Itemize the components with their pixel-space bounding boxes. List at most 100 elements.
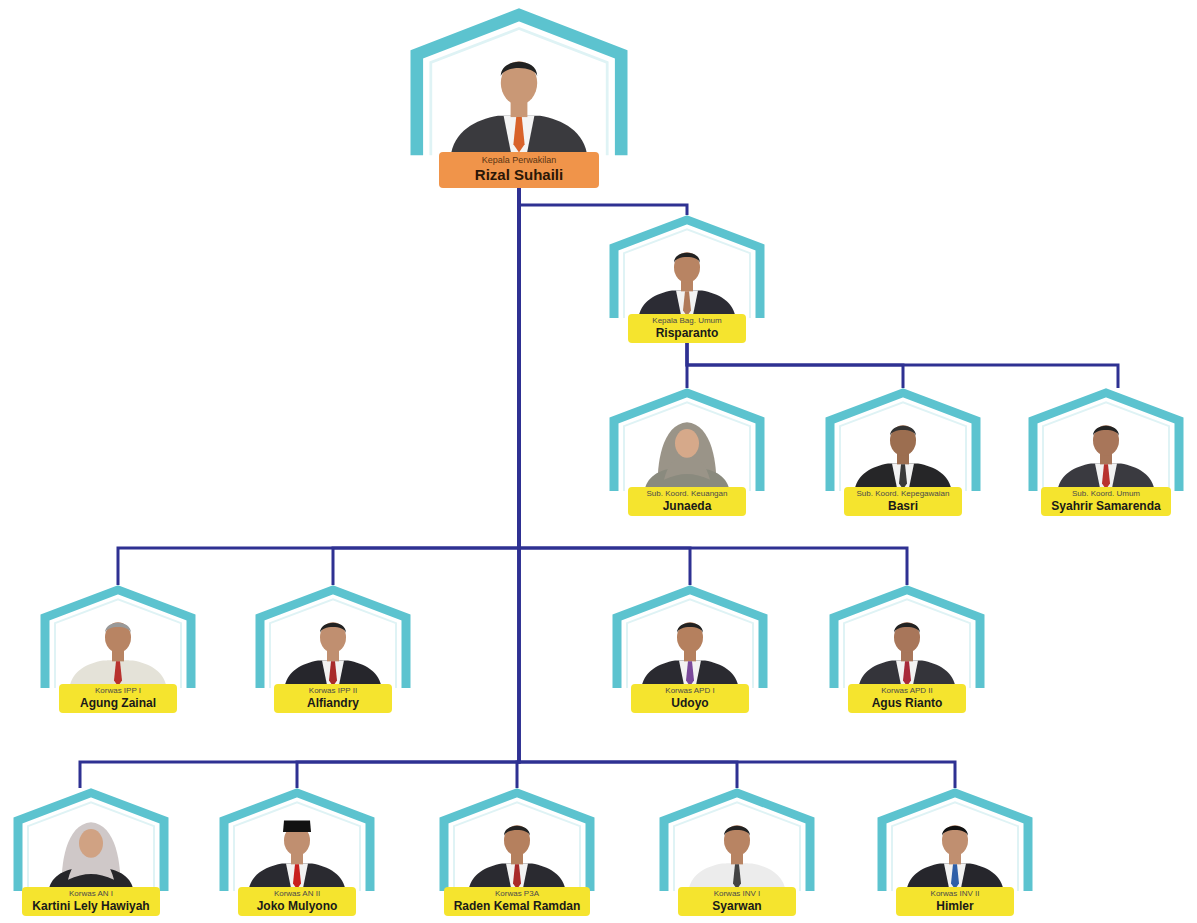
face bbox=[105, 622, 131, 653]
org-card: Sub. Koord. UmumSyahrir Samarenda bbox=[1019, 388, 1193, 516]
face bbox=[675, 429, 699, 458]
hexagon-band bbox=[617, 590, 763, 688]
position-title: Sub. Koord. Kepegawaian bbox=[854, 489, 952, 499]
person-name: Syahrir Samarenda bbox=[1051, 499, 1160, 513]
position-title: Kepala Bag. Umum bbox=[638, 316, 736, 326]
hair bbox=[320, 623, 346, 633]
photo-frame bbox=[605, 585, 775, 690]
hexagon-inner bbox=[840, 402, 966, 491]
position-title: Korwas IPP I bbox=[69, 686, 167, 696]
name-plate: Korwas AN IIJoko Mulyono bbox=[238, 887, 356, 916]
photo-frame bbox=[870, 788, 1040, 893]
org-card: Korwas AN IIJoko Mulyono bbox=[210, 788, 384, 916]
name-plate: Korwas IPP IAgung Zainal bbox=[59, 684, 177, 713]
photo-frame bbox=[400, 8, 638, 158]
connector-line bbox=[333, 188, 519, 585]
hexagon-band bbox=[882, 793, 1028, 891]
name-plate: Sub. Koord. KeuanganJunaeda bbox=[628, 487, 746, 516]
photo-frame bbox=[248, 585, 418, 690]
photo-frame bbox=[33, 585, 203, 690]
hair bbox=[674, 253, 700, 263]
face bbox=[894, 622, 920, 653]
name-plate: Sub. Koord. UmumSyahrir Samarenda bbox=[1041, 487, 1170, 516]
person-name: Junaeda bbox=[638, 499, 736, 513]
portrait bbox=[468, 825, 566, 893]
name-plate: Korwas INV ISyarwan bbox=[678, 887, 796, 916]
hair bbox=[105, 623, 131, 633]
hexagon-inner bbox=[1043, 402, 1169, 491]
position-title: Korwas IPP II bbox=[284, 686, 382, 696]
portrait bbox=[858, 622, 956, 690]
hair bbox=[894, 623, 920, 633]
face bbox=[674, 252, 700, 283]
hijab-drape bbox=[68, 857, 114, 880]
tie bbox=[114, 661, 122, 686]
portrait bbox=[284, 622, 382, 690]
photo-frame bbox=[432, 788, 602, 893]
connector-line bbox=[519, 188, 687, 215]
face bbox=[79, 829, 103, 858]
face bbox=[1093, 425, 1119, 456]
face bbox=[320, 622, 346, 653]
hexagon-inner bbox=[454, 802, 580, 891]
position-title: Korwas P3A bbox=[454, 889, 581, 899]
hexagon-band bbox=[224, 793, 370, 891]
hexagon-inner bbox=[270, 599, 396, 688]
name-plate: Korwas P3ARaden Kemal Ramdan bbox=[444, 887, 591, 916]
person-name: Himler bbox=[906, 899, 1004, 913]
name-plate: Kepala PerwakilanRizal Suhaili bbox=[439, 152, 599, 188]
connector-line bbox=[687, 343, 1118, 388]
org-card: Korwas IPP IIAlfiandry bbox=[246, 585, 420, 713]
person-name: Alfiandry bbox=[284, 696, 382, 710]
photo-frame bbox=[818, 388, 988, 493]
photo-frame bbox=[602, 388, 772, 493]
hexagon-band bbox=[417, 15, 621, 155]
photo-frame bbox=[1021, 388, 1191, 493]
position-title: Korwas APD I bbox=[641, 686, 739, 696]
hair bbox=[942, 826, 968, 836]
tie bbox=[513, 864, 521, 889]
hexagon-band bbox=[664, 793, 810, 891]
org-card: Korwas AN IKartini Lely Hawiyah bbox=[4, 788, 178, 916]
hair bbox=[1093, 426, 1119, 436]
portrait bbox=[1057, 425, 1155, 493]
hair bbox=[501, 62, 537, 76]
face bbox=[504, 825, 530, 856]
face bbox=[890, 425, 916, 456]
person-name: Basri bbox=[854, 499, 952, 513]
person-name: Kartini Lely Hawiyah bbox=[32, 899, 149, 913]
hexagon-inner bbox=[674, 802, 800, 891]
org-card: Korwas IPP IAgung Zainal bbox=[31, 585, 205, 713]
photo-frame bbox=[652, 788, 822, 893]
org-card: Korwas APD IIAgus Rianto bbox=[820, 585, 994, 713]
hexagon-band bbox=[830, 393, 976, 491]
portrait bbox=[638, 252, 736, 320]
person-name: Udoyo bbox=[641, 696, 739, 710]
position-title: Korwas INV II bbox=[906, 889, 1004, 899]
portrait bbox=[906, 825, 1004, 893]
portrait bbox=[688, 825, 786, 893]
face bbox=[942, 825, 968, 856]
hair bbox=[890, 426, 916, 436]
photo-frame bbox=[602, 215, 772, 320]
tie bbox=[899, 464, 907, 489]
org-card: Kepala PerwakilanRizal Suhaili bbox=[398, 8, 640, 188]
photo-frame bbox=[822, 585, 992, 690]
portrait bbox=[450, 61, 587, 158]
hexagon-band bbox=[1033, 393, 1179, 491]
person-name: Agung Zainal bbox=[69, 696, 167, 710]
tie bbox=[903, 661, 911, 686]
person-name: Risparanto bbox=[638, 326, 736, 340]
hexagon-inner bbox=[892, 802, 1018, 891]
hexagon-band bbox=[834, 590, 980, 688]
face bbox=[677, 622, 703, 653]
hexagon-inner bbox=[55, 599, 181, 688]
person-name: Joko Mulyono bbox=[248, 899, 346, 913]
name-plate: Korwas IPP IIAlfiandry bbox=[274, 684, 392, 713]
position-title: Sub. Koord. Umum bbox=[1051, 489, 1160, 499]
tie bbox=[293, 864, 301, 889]
tie bbox=[1102, 464, 1110, 489]
portrait bbox=[641, 622, 739, 690]
hexagon-band bbox=[45, 590, 191, 688]
